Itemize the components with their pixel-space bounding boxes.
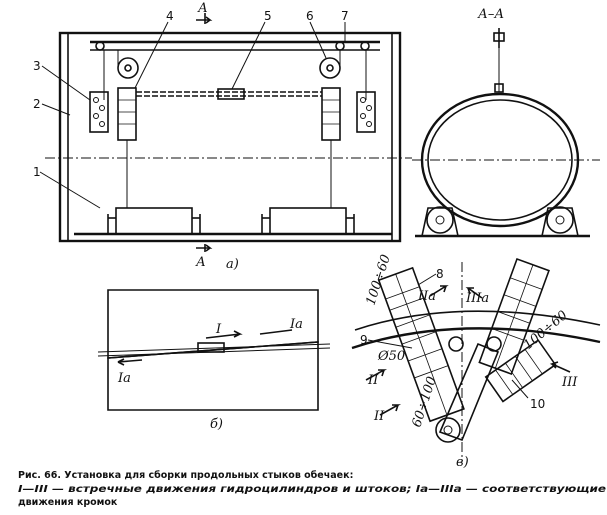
section-label-bottom: А	[195, 255, 206, 270]
section-arrow-top	[196, 16, 213, 24]
figure-caption: Рис. 66. Установка для сборки продольных…	[18, 470, 607, 508]
section-view-aa	[412, 28, 600, 238]
label-arrow-Ia: Iа	[289, 317, 303, 332]
roller-right	[546, 206, 574, 234]
plate-lower	[107, 341, 319, 411]
label-diameter: Ø50	[377, 349, 405, 364]
arrow-IIIa	[465, 287, 483, 299]
label-arrow-II: II	[367, 373, 379, 388]
label-arrow-I: I	[215, 322, 222, 337]
label-arrow-Ia-left: Iа	[117, 371, 131, 386]
label-10: 10	[530, 397, 545, 411]
section-view-title: А–А	[477, 7, 504, 22]
label-7: 7	[341, 9, 349, 23]
roller-left	[426, 206, 454, 234]
cylinder-right	[321, 87, 341, 141]
caption-line-1: Рис. 66. Установка для сборки продольных…	[18, 470, 353, 481]
slide-block	[484, 339, 557, 403]
label-3: 3	[33, 59, 41, 73]
view-label-b: б)	[210, 417, 223, 432]
label-1: 1	[33, 165, 41, 179]
pulley-left	[117, 57, 139, 79]
turnbuckle	[217, 88, 245, 100]
label-6: 6	[306, 9, 314, 23]
label-5: 5	[264, 9, 272, 23]
clamp-arm-right	[478, 257, 550, 376]
pivot-bottom	[435, 417, 461, 443]
shell-inner	[427, 99, 573, 221]
label-dim-left: 100÷60	[364, 253, 394, 307]
label-4: 4	[166, 9, 174, 23]
caption-line-3: движения кромок	[18, 497, 118, 508]
arrow-III	[549, 361, 571, 373]
arrow-II	[365, 369, 388, 381]
pulley-right	[319, 57, 341, 79]
cylinder-left	[117, 87, 137, 141]
label-8: 8	[436, 267, 444, 281]
shell-outer	[420, 92, 580, 228]
roller-support-left	[115, 207, 193, 235]
counterweight-left	[89, 91, 109, 133]
view-b-plates	[97, 289, 331, 411]
view-label-c: в)	[456, 455, 469, 470]
seam-clamp	[197, 342, 225, 353]
label-dim-lower: 60÷100	[410, 375, 440, 429]
label-arrow-IIa: IIа	[417, 289, 436, 304]
label-arrow-IIIa: IIIа	[465, 291, 489, 306]
frame-outline	[58, 31, 402, 243]
pivot-left	[448, 336, 464, 352]
label-arrow-II-b: II	[373, 409, 385, 424]
pivot-right	[486, 336, 502, 352]
arrow-I	[205, 330, 243, 339]
view-a-front	[39, 13, 412, 252]
label-2: 2	[33, 97, 41, 111]
view-c-mechanism	[351, 257, 601, 462]
arrow-Ia	[117, 358, 143, 366]
lever	[438, 342, 500, 442]
section-arrow-bottom	[196, 244, 213, 252]
arrow-IIa	[429, 285, 449, 297]
counterweight-right	[356, 91, 376, 133]
section-label-top: А	[197, 1, 208, 16]
view-label-a: а)	[226, 257, 239, 272]
roller-support-right	[269, 207, 347, 235]
label-arrow-III: III	[561, 375, 578, 390]
label-9: 9	[360, 333, 368, 347]
caption-line-2: I—III — встречные движения гидроцилиндро…	[18, 484, 607, 495]
arrow-II-lower	[379, 404, 402, 416]
